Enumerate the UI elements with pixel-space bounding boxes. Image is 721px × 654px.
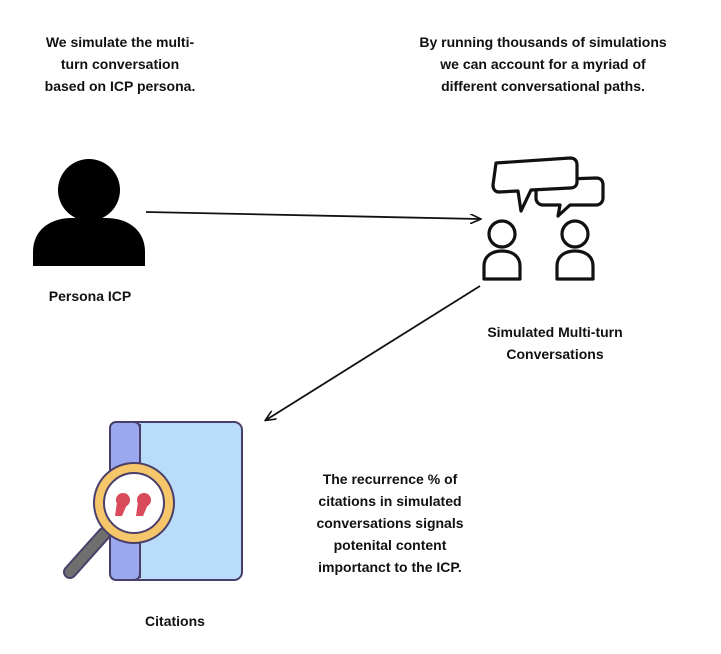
arrow-conversations-to-citations	[266, 285, 481, 420]
persona-label: Persona ICP	[48, 288, 132, 304]
intro-description: We simulate the multi- turn conversation…	[44, 34, 196, 94]
conversation-people-icon	[482, 156, 605, 281]
arrow-persona-to-conversations	[145, 211, 480, 219]
conversations-label: Simulated Multi-turn Conversations	[487, 324, 623, 362]
simulations-description: By running thousands of simulations we c…	[419, 34, 667, 94]
person-icon	[33, 159, 145, 266]
recurrence-description: The recurrence % of citations in simulat…	[316, 471, 464, 575]
citations-label: Citations	[145, 613, 205, 629]
citations-book-magnifier-icon	[63, 421, 243, 581]
